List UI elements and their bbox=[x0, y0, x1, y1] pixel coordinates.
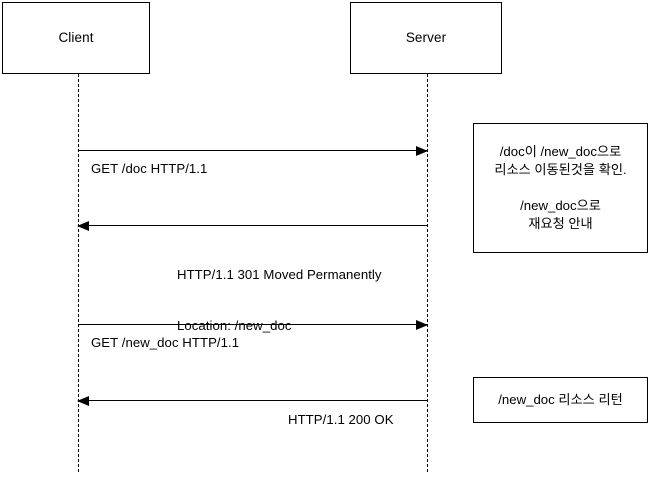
message-label-line-location: Location: /new_doc bbox=[177, 318, 292, 333]
note-box-resource-returned[interactable]: /new_doc 리소스 리턴 bbox=[473, 377, 648, 423]
note-line: /doc이 /new_doc으로 bbox=[499, 144, 622, 159]
message-arrow-301-moved-permanently[interactable] bbox=[77, 220, 427, 231]
message-arrow-get-new-doc[interactable] bbox=[78, 319, 428, 330]
note-box-redirect-explanation[interactable]: /doc이 /new_doc으로 리소스 이동된것을 확인. /new_doc으… bbox=[473, 123, 648, 253]
participant-label-server: Server bbox=[405, 30, 447, 46]
note-line: /new_doc 리소스 리턴 bbox=[498, 392, 623, 407]
arrowhead-left-icon bbox=[77, 220, 89, 231]
note-line: 재요청 안내 bbox=[528, 216, 593, 231]
note-line: 리소스 이동된것을 확인. bbox=[494, 162, 627, 177]
message-arrow-get-doc[interactable] bbox=[78, 145, 428, 156]
message-label-get-doc: GET /doc HTTP/1.1 bbox=[91, 161, 208, 176]
arrowhead-right-icon bbox=[416, 319, 428, 330]
message-label-get-new-doc: GET /new_doc HTTP/1.1 bbox=[91, 335, 240, 350]
arrowhead-left-icon bbox=[77, 395, 89, 406]
lifeline-server bbox=[427, 74, 428, 472]
message-label-200-ok: HTTP/1.1 200 OK bbox=[288, 412, 394, 427]
message-label-301-moved-permanently: HTTP/1.1 301 Moved Permanently Location:… bbox=[177, 232, 382, 368]
participant-box-client[interactable]: Client bbox=[2, 2, 150, 74]
note-line: /new_doc으로 bbox=[520, 198, 601, 213]
participant-box-server[interactable]: Server bbox=[350, 2, 502, 74]
lifeline-client bbox=[77, 74, 79, 472]
message-arrow-200-ok[interactable] bbox=[77, 395, 427, 406]
message-label-line-status: HTTP/1.1 301 Moved Permanently bbox=[177, 267, 382, 282]
participant-label-client: Client bbox=[58, 30, 94, 46]
arrowhead-right-icon bbox=[416, 145, 428, 156]
